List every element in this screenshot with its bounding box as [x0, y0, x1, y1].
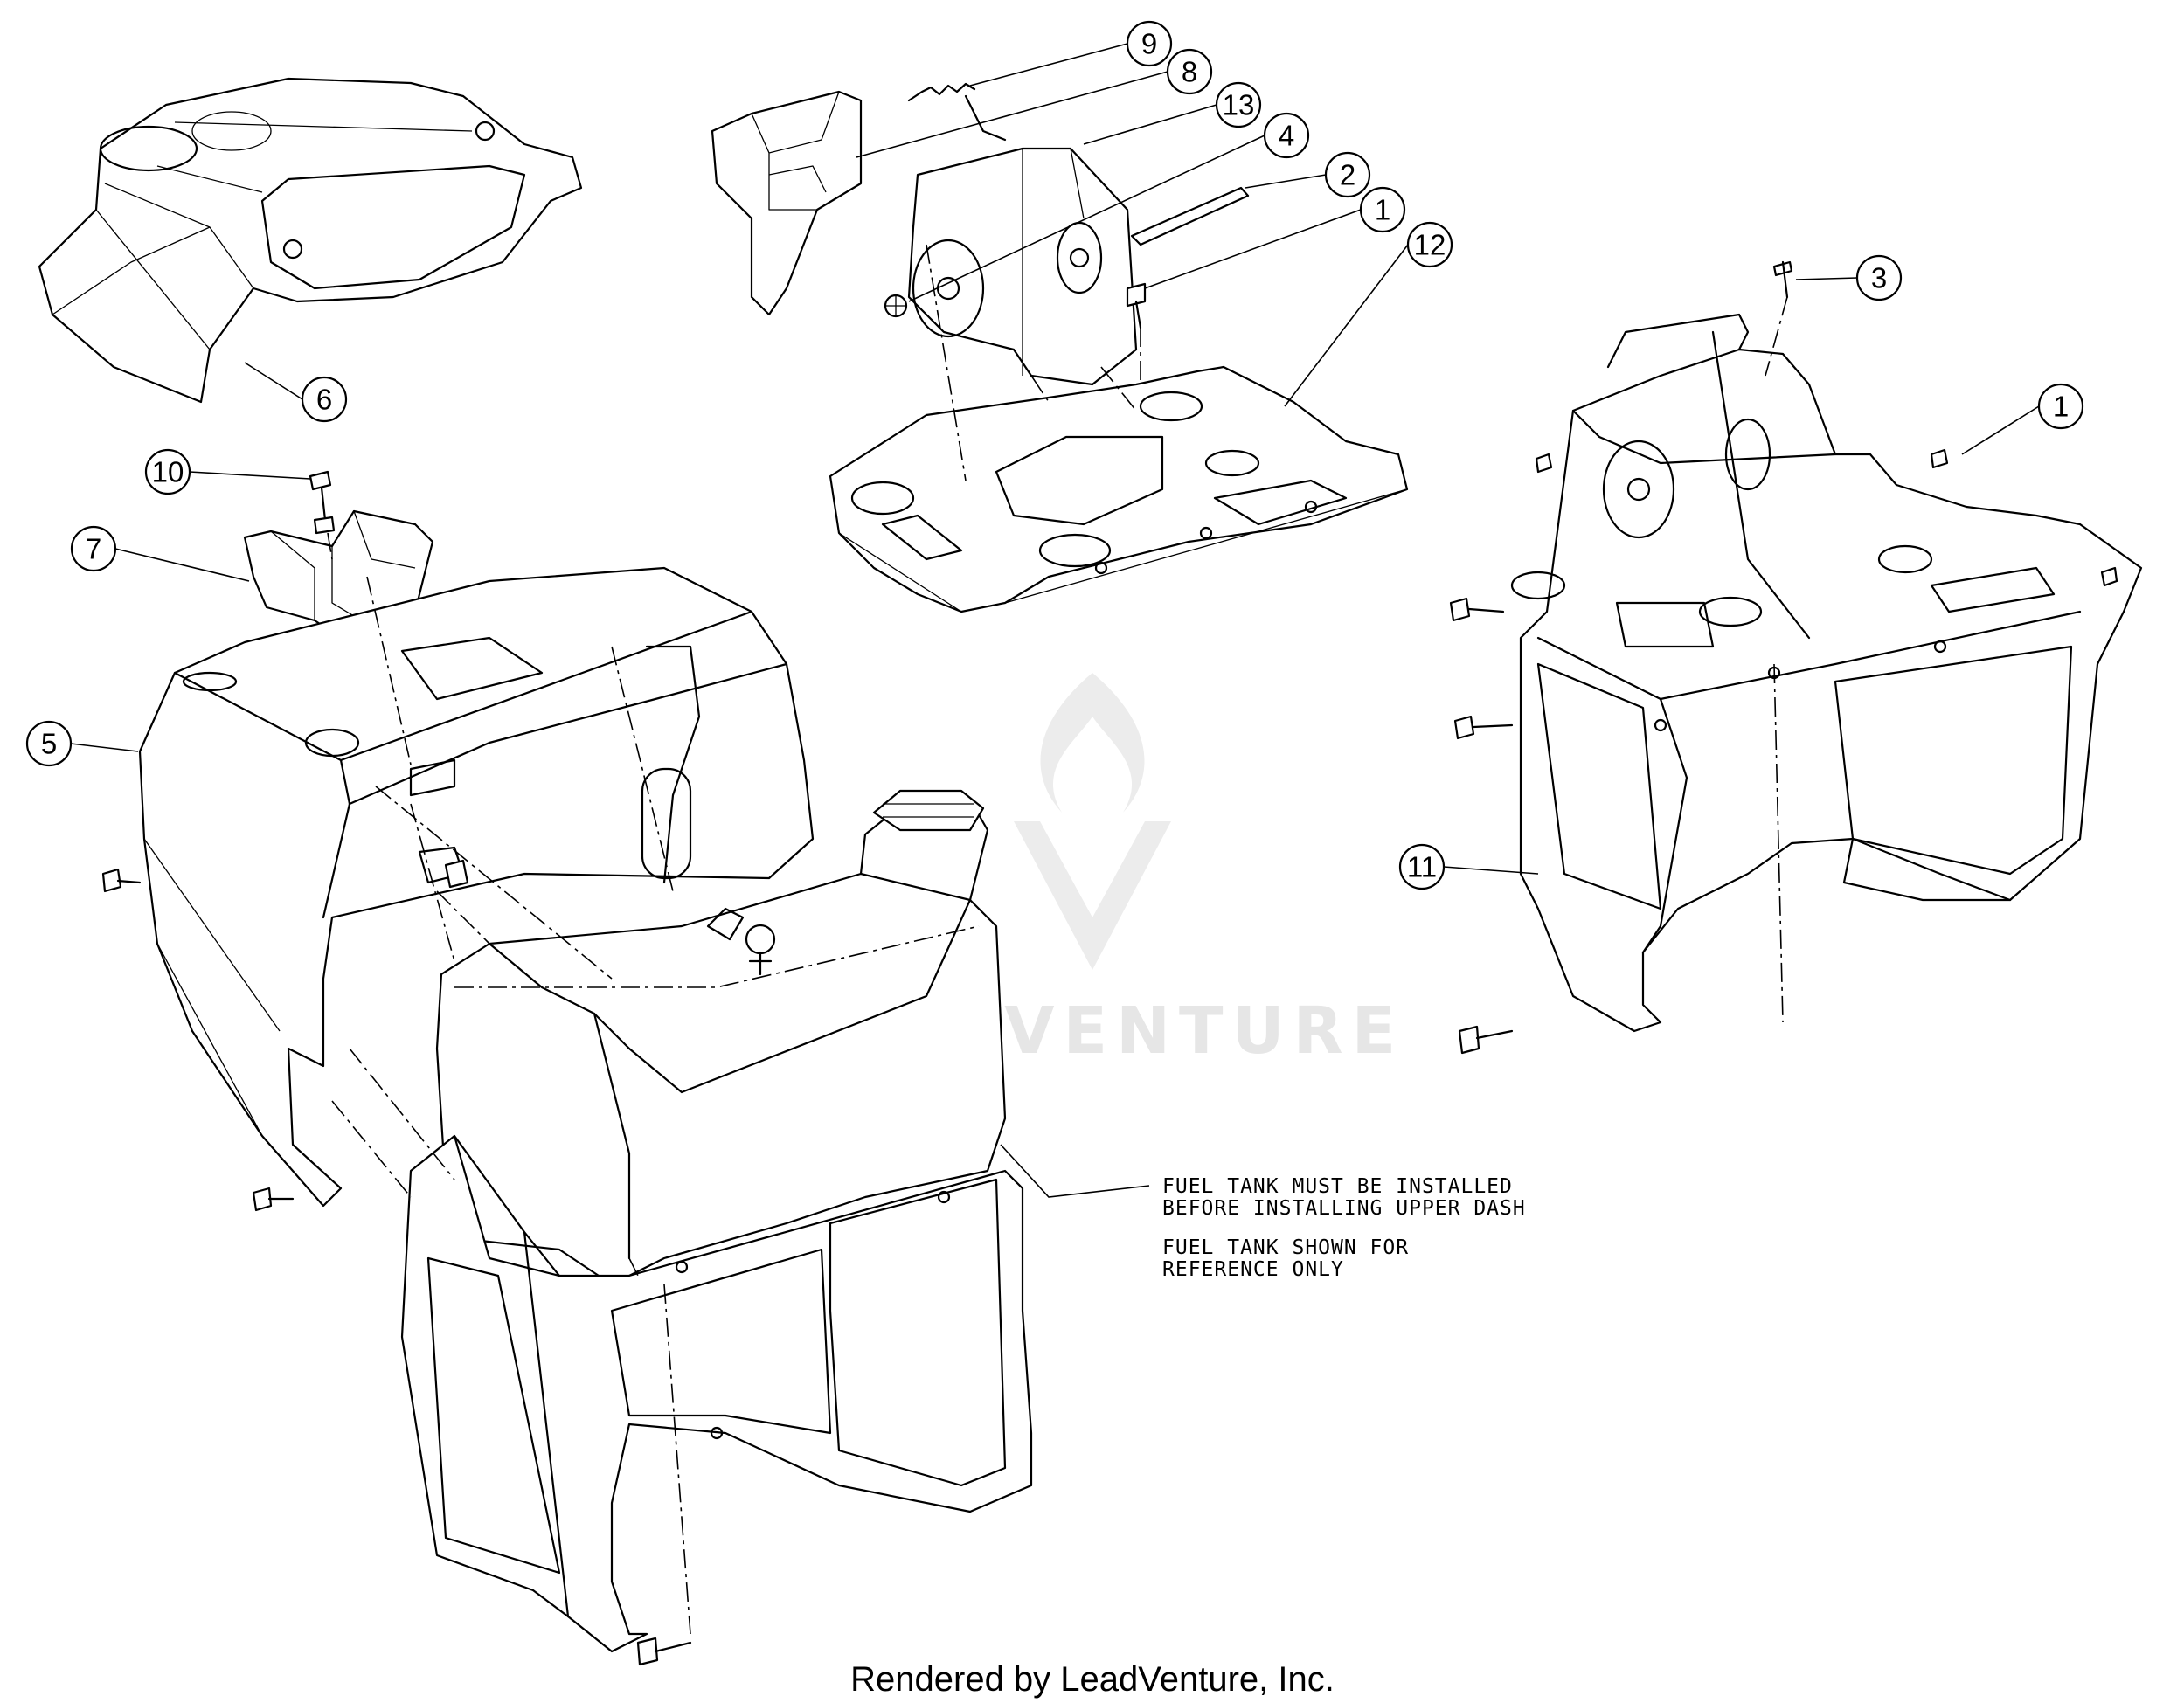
callout-1-right: 1: [2037, 383, 2084, 430]
leader-lines: [70, 43, 2040, 1198]
callout-8: 8: [1166, 48, 1213, 95]
callout-3-number: 3: [1871, 262, 1887, 294]
part-8-bracket: [711, 90, 863, 316]
note-reference-line-1: FUEL TANK SHOWN FOR: [1162, 1236, 1409, 1259]
callout-9-number: 9: [1141, 28, 1157, 60]
part-9-spring: [907, 82, 1007, 142]
callout-5: 5: [25, 720, 73, 767]
part-2-pin: [1130, 186, 1250, 246]
callout-11-number: 11: [1407, 851, 1437, 883]
callout-1-right-number: 1: [2053, 391, 2069, 423]
callout-10-number: 10: [152, 456, 184, 488]
callout-7: 7: [70, 525, 117, 572]
footer-credit: Rendered by LeadVenture, Inc.: [850, 1660, 1335, 1699]
fuel-tank: [435, 789, 1007, 1286]
callout-9: 9: [1126, 20, 1173, 67]
part-1-bolt-top: [1126, 282, 1147, 329]
left-screws: [101, 868, 295, 1212]
callout-8-number: 8: [1182, 56, 1197, 88]
callout-1-top: 1: [1359, 186, 1406, 233]
callout-6-number: 6: [316, 384, 332, 416]
right-screws: [1449, 448, 2118, 1055]
part-10-bolt: [309, 470, 336, 535]
part-3-clip: [1765, 260, 1793, 1023]
callout-7-number: 7: [86, 533, 101, 565]
part-12-platform: [829, 365, 1409, 613]
bottom-bolt-left: [636, 1284, 692, 1666]
callout-4: 4: [1263, 112, 1310, 159]
callout-12-number: 12: [1414, 229, 1446, 261]
assembly-dash-lines-left: [327, 532, 674, 1277]
callout-2-number: 2: [1340, 159, 1355, 191]
callout-4-number: 4: [1279, 120, 1294, 152]
part-13-pedal-link: [907, 147, 1138, 386]
callout-13-number: 13: [1223, 89, 1255, 121]
note-install-line-1: FUEL TANK MUST BE INSTALLED: [1162, 1175, 1513, 1198]
callout-3: 3: [1855, 254, 1903, 301]
callout-10: 10: [144, 448, 191, 495]
callout-5-number: 5: [41, 728, 57, 760]
part-11-dash-assembly: [1510, 313, 2143, 1033]
note-reference-line-2: REFERENCE ONLY: [1162, 1258, 1344, 1281]
part-4-knob: [884, 294, 908, 318]
fuel-tank-note: FUEL TANK MUST BE INSTALLED BEFORE INSTA…: [1162, 1175, 1526, 1281]
callout-12: 12: [1406, 221, 1453, 268]
lower-dash-left: [400, 1134, 1033, 1653]
note-install-line-2: BEFORE INSTALLING UPPER DASH: [1162, 1197, 1526, 1220]
callout-11: 11: [1398, 843, 1446, 890]
flame-logo-icon: [1014, 673, 1171, 970]
part-5-upper-dash: [138, 566, 815, 1208]
callout-2: 2: [1324, 151, 1371, 198]
part-6-console-cover: [38, 77, 583, 404]
callout-1-top-number: 1: [1375, 194, 1390, 226]
callout-13: 13: [1215, 81, 1262, 128]
callout-6: 6: [301, 376, 348, 423]
